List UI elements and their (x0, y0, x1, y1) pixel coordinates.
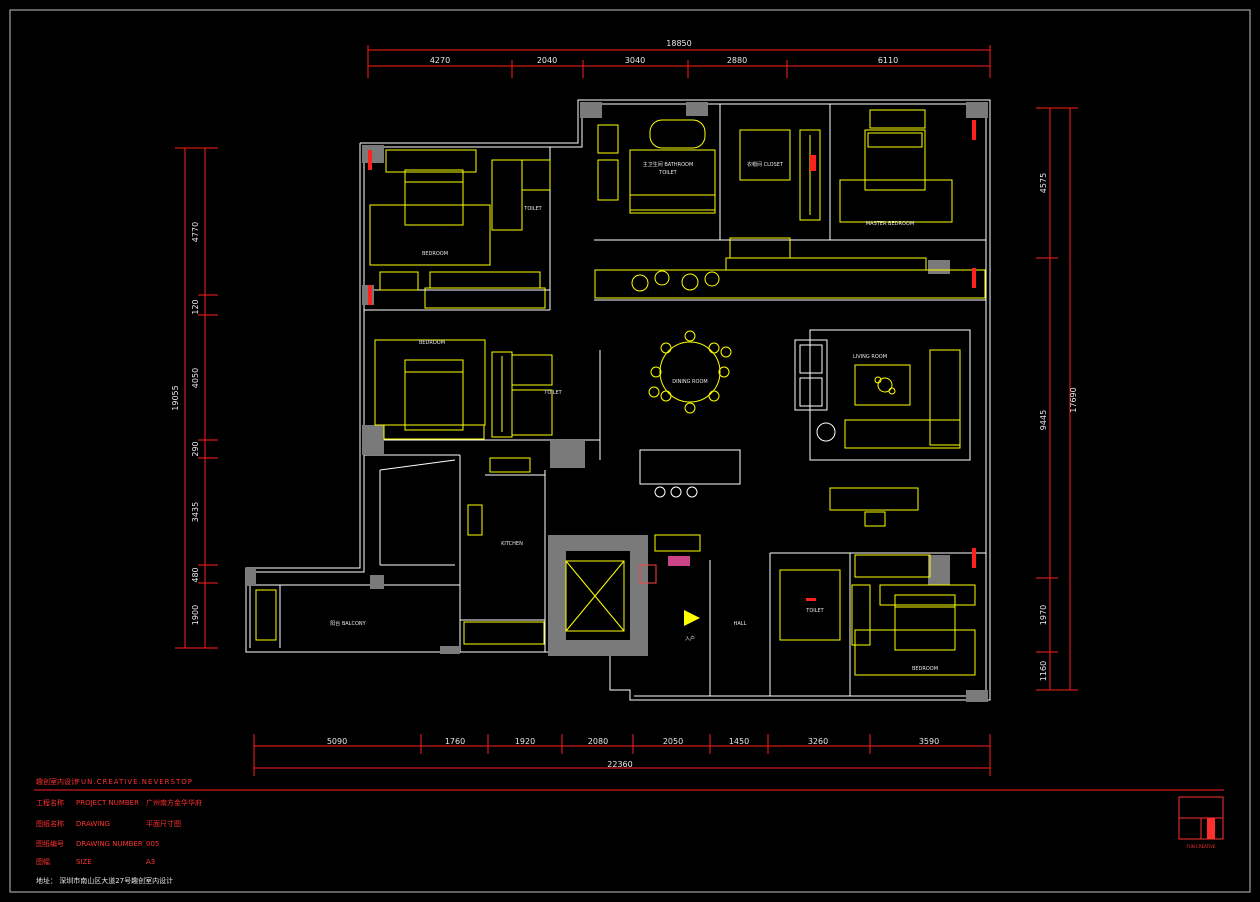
dim-bottom-2: 1760 (445, 737, 465, 746)
row-2-en: DRAWING (76, 820, 110, 828)
label-dining-room: DINING ROOM (672, 379, 707, 385)
dim-top-3: 3040 (625, 56, 645, 65)
address: 地址： 深圳市南山区大道27号趣创室内设计 (36, 876, 173, 885)
row-3-value: 005 (146, 840, 159, 848)
dim-right-3: 1970 (1039, 605, 1048, 625)
company-logo: FUN CREATIVE (1178, 796, 1224, 849)
dim-bottom-6: 1450 (729, 737, 749, 746)
living-room-sofa-set (794, 329, 971, 527)
label-living-room: LIVING ROOM (853, 354, 887, 360)
row-1-cn: 工程名称 (36, 798, 64, 807)
dim-left-3: 4050 (191, 368, 200, 388)
dim-right-1: 4575 (1039, 173, 1048, 193)
row-4-en: SIZE (76, 858, 92, 866)
bedroom-3-furniture (779, 554, 976, 676)
kitchen-island (463, 449, 741, 645)
red-markers (368, 120, 976, 601)
dim-top-2: 2040 (537, 56, 557, 65)
label-hall: HALL (734, 621, 747, 627)
structural-columns (246, 102, 988, 702)
dim-left-1: 4770 (191, 222, 200, 242)
drawing-frame (9, 9, 1251, 893)
living-storage-wall (594, 237, 986, 299)
label-entry: 入户 (685, 635, 695, 642)
label-toilet-a: TOILET (658, 170, 677, 176)
label-toilet-2: TOILET (543, 390, 562, 396)
label-kitchen: KITCHEN (501, 541, 523, 547)
dim-left-7: 1900 (191, 605, 200, 625)
dim-bottom-3: 1920 (515, 737, 535, 746)
dim-bottom-5: 2050 (663, 737, 683, 746)
dim-left-5: 3435 (191, 502, 200, 522)
master-bathroom-fixtures (597, 119, 791, 214)
left-dimensions: 19055 4770 120 4050 290 3435 480 1900 (171, 147, 218, 649)
dim-right-2: 9445 (1039, 410, 1048, 430)
row-4-cn: 图幅 (36, 857, 50, 866)
company-name: 趣创室内设计 (36, 777, 78, 786)
dim-bottom-7: 3260 (808, 737, 828, 746)
dim-left-6: 480 (191, 567, 200, 582)
label-toilet-3: TOILET (805, 608, 824, 614)
company-slogan: FUN.CREATIVE.NEVERSTOP (76, 778, 193, 786)
row-3-en: DRAWING NUMBER (76, 840, 143, 848)
room-labels: MASTER BEDROOM 主卫生间 BATHROOM TOILET 衣帽间 … (330, 161, 938, 672)
dim-top-5: 6110 (878, 56, 898, 65)
right-dimensions: 17690 4575 9445 1970 1160 (1036, 107, 1078, 691)
entry-marker-icon (639, 556, 700, 626)
dining-table-set (648, 330, 732, 414)
bedroom-1-furniture (369, 149, 551, 309)
dim-right-4: 1160 (1039, 661, 1048, 681)
dim-bottom-1: 5090 (327, 737, 347, 746)
master-bedroom-furniture (799, 109, 953, 223)
dim-bottom-8: 3590 (919, 737, 939, 746)
label-bedroom-1: BEDROOM (422, 251, 448, 257)
logo-caption: FUN CREATIVE (1187, 844, 1216, 849)
elevator-core (565, 560, 625, 632)
bedroom-2-furniture (374, 339, 553, 440)
title-block: 趣创室内设计 FUN.CREATIVE.NEVERSTOP 工程名称 PROJE… (34, 777, 1224, 885)
bottom-dimensions: 5090 1760 1920 2080 2050 1450 3260 3590 … (253, 734, 991, 776)
top-dimensions: 18850 4270 2040 3040 2880 6110 (367, 39, 991, 78)
dim-bottom-4: 2080 (588, 737, 608, 746)
row-3-cn: 图纸编号 (36, 839, 64, 848)
dim-left-4: 290 (191, 441, 200, 456)
row-2-value: 平面尺寸图 (146, 819, 181, 828)
balcony-fixtures (255, 271, 541, 641)
dim-left-total: 19055 (171, 385, 180, 410)
dim-top-total: 18850 (666, 39, 691, 48)
dim-left-2: 120 (191, 299, 200, 314)
dim-right-total: 17690 (1069, 387, 1078, 412)
dim-top-4: 2880 (727, 56, 747, 65)
row-1-en: PROJECT NUMBER (76, 799, 139, 807)
row-4-value: A3 (146, 858, 155, 866)
label-closet: 衣帽间 CLOSET (747, 161, 784, 168)
label-bathroom-a: 主卫生间 BATHROOM (643, 161, 694, 168)
label-bedroom-2: BEDROOM (419, 340, 445, 346)
exterior-walls (245, 99, 991, 701)
label-balcony: 阳台 BALCONY (330, 620, 366, 627)
dim-top-1: 4270 (430, 56, 450, 65)
row-2-cn: 图纸名称 (36, 819, 64, 828)
label-master-bedroom: MASTER BEDROOM (866, 221, 914, 227)
label-toilet-1: TOILET (523, 206, 542, 212)
row-1-value: 广州南方金华华府 (146, 798, 202, 807)
dim-bottom-total: 22360 (607, 760, 632, 769)
label-bedroom-3: BEDROOM (912, 666, 938, 672)
